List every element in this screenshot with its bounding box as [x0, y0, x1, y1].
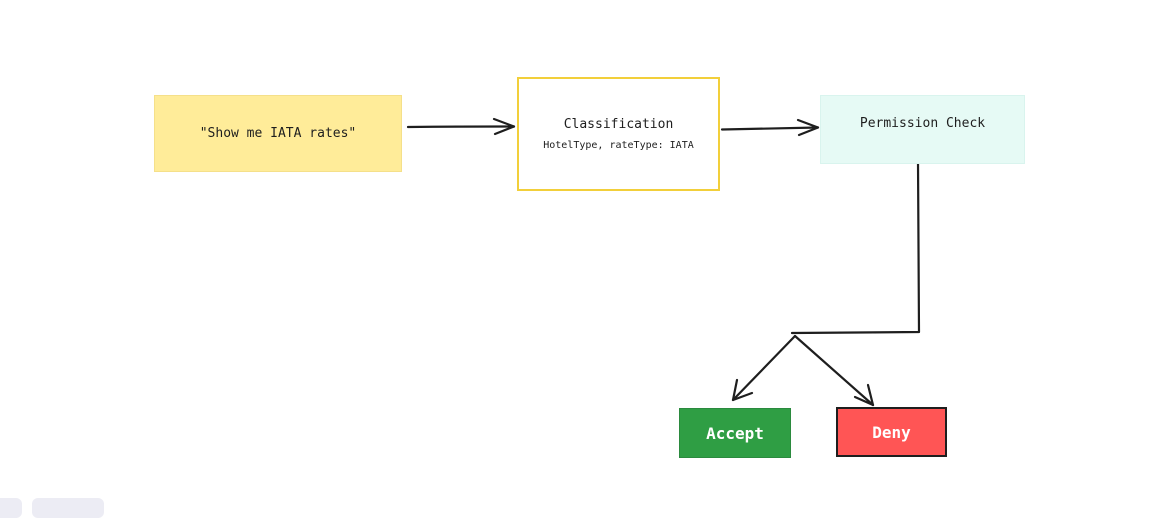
arrowhead-classification	[492, 117, 516, 136]
edge-branch-to-deny	[793, 334, 875, 407]
classification-node[interactable]: Classification HotelType, rateType: IATA	[517, 77, 720, 191]
edge-branch-to-accept	[731, 334, 797, 402]
query-node-label: "Show me IATA rates"	[199, 126, 357, 141]
toolbar-chip-left[interactable]	[0, 498, 22, 518]
classification-node-subtitle: HotelType, rateType: IATA	[543, 140, 694, 151]
deny-node[interactable]: Deny	[836, 407, 947, 457]
permission-check-node-label: Permission Check	[859, 116, 986, 131]
edge-query-to-classification	[406, 125, 516, 129]
arrowhead-permission	[796, 118, 820, 137]
classification-node-title: Classification	[563, 117, 674, 132]
accept-node[interactable]: Accept	[679, 408, 791, 458]
accept-node-label: Accept	[706, 423, 764, 443]
edge-permission-to-branch	[790, 160, 921, 335]
toolbar-chip-right[interactable]	[32, 498, 104, 518]
deny-node-label: Deny	[872, 422, 911, 442]
arrowhead-accept	[731, 378, 754, 402]
permission-check-node[interactable]: Permission Check	[820, 95, 1025, 164]
edge-classification-to-permission	[720, 126, 820, 131]
arrowhead-deny	[853, 383, 875, 407]
query-node[interactable]: "Show me IATA rates"	[154, 95, 402, 172]
